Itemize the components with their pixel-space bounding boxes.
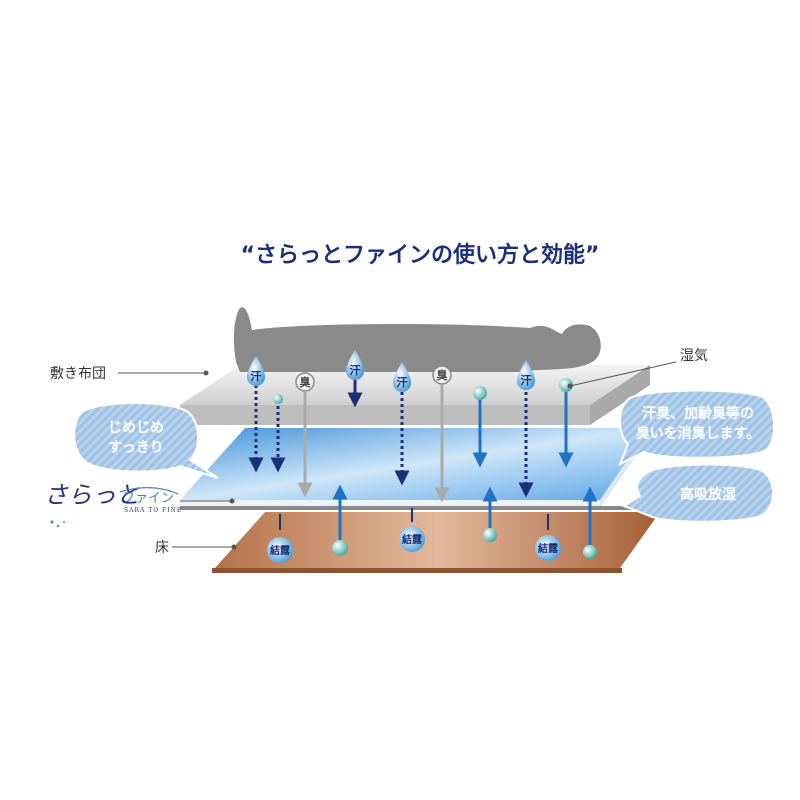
svg-text:高吸放湿: 高吸放湿: [680, 486, 736, 503]
moisture-ball: [332, 540, 348, 556]
moisture-ball: [483, 528, 497, 542]
svg-text:汗: 汗: [521, 374, 532, 387]
diagram-title: “さらっとファインの使い方と効能”: [241, 242, 600, 268]
moisture-ball: [473, 386, 487, 400]
futon-label: 敷き布団: [50, 366, 106, 382]
floor-label-group: 床: [155, 540, 237, 556]
condensation-marker-3: 結露: [535, 535, 561, 561]
logo-sub-text: ファイン: [122, 491, 174, 506]
svg-text:汗: 汗: [251, 370, 262, 383]
sarato-fine-layer: [180, 428, 650, 510]
logo-small-text: SARA TO FINE: [124, 507, 182, 514]
svg-text:結露: 結露: [270, 544, 291, 557]
sweat-drop-1: 汗: [247, 356, 265, 386]
moisture-ball: [273, 394, 283, 404]
damp-bubble: じめじめ すっきり: [73, 402, 219, 479]
deodorize-bubble: 汗臭、加齢臭等の 臭いを消臭します。: [618, 389, 775, 467]
moisture-ball: [559, 378, 573, 392]
logo-leader: [180, 498, 235, 504]
svg-text:臭: 臭: [437, 368, 448, 382]
svg-text:汗: 汗: [350, 364, 361, 377]
svg-text:汗臭、加齢臭等の: 汗臭、加齢臭等の: [642, 405, 754, 422]
sarato-fine-logo: さらっと ファイン SARA TO FINE: [44, 481, 182, 528]
flow-arrows: [248, 380, 598, 545]
condensation-marker-1: 結露: [267, 537, 293, 563]
absorb-bubble: 高吸放湿: [621, 463, 774, 523]
svg-text:汗: 汗: [397, 376, 408, 389]
humidity-label: 湿気: [680, 348, 708, 364]
odor-marker-2: 臭: [432, 365, 452, 385]
svg-text:じめじめ: じめじめ: [108, 420, 164, 436]
condensation-marker-2: 結露: [399, 526, 425, 552]
sleeping-person-silhouette: [233, 307, 601, 372]
svg-text:結露: 結露: [402, 533, 423, 546]
svg-text:臭: 臭: [300, 375, 311, 389]
sweat-drop-3: 汗: [393, 362, 411, 392]
moisture-ball: [583, 545, 597, 559]
sweat-drop-4: 汗: [517, 360, 535, 390]
svg-text:すっきり: すっきり: [108, 440, 163, 456]
logo-main-text: さらっと: [44, 481, 140, 509]
humidity-label-group: 湿気: [567, 348, 708, 389]
futon-label-group: 敷き布団: [50, 366, 209, 382]
odor-marker-1: 臭: [295, 372, 315, 392]
svg-text:臭いを消臭します。: 臭いを消臭します。: [636, 425, 761, 442]
floor-label: 床: [155, 540, 169, 556]
svg-text:結露: 結露: [538, 542, 559, 555]
sweat-drop-2: 汗: [346, 350, 364, 380]
